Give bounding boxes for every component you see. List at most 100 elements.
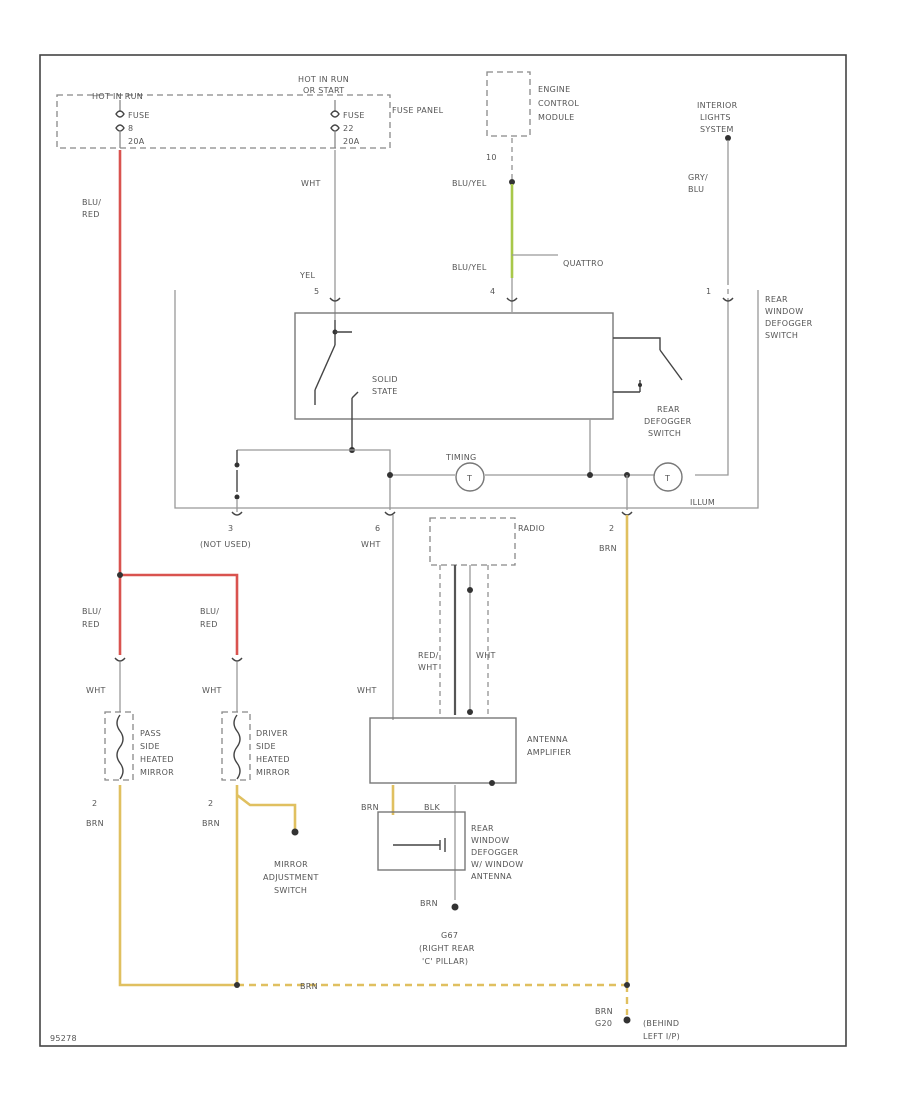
wire-blu-red-branch	[120, 573, 239, 655]
label-mas-3: SWITCH	[274, 886, 307, 895]
label-rwa-5: ANTENNA	[471, 872, 512, 881]
label-red-wht-2: WHT	[418, 663, 438, 672]
label-g2-code: G20	[595, 1019, 612, 1028]
label-rwa-2: WINDOW	[471, 836, 509, 845]
label-fuse-1-amp: 20A	[128, 137, 145, 146]
ecm-connector	[509, 179, 515, 185]
label-mas-2: ADJUSTMENT	[263, 873, 319, 882]
label-pass-4: MIRROR	[140, 768, 174, 777]
illum-lamp	[653, 462, 683, 492]
solid-state-switch	[314, 320, 359, 453]
label-rwa-3: DEFOGGER	[471, 848, 519, 857]
bus-splice-1	[387, 472, 393, 478]
label-blu-red-r-1: BLU/	[200, 607, 219, 616]
label-mas-1: MIRROR	[274, 860, 308, 869]
label-yel: YEL	[299, 271, 316, 280]
label-ils-3: SYSTEM	[700, 125, 734, 134]
label-brn-l: BRN	[86, 819, 104, 828]
label-rwds-1: REAR	[765, 295, 788, 304]
label-hot-in-run-1: HOT IN RUN	[92, 92, 143, 101]
antenna-amplifier-terminal	[489, 780, 495, 786]
label-fuse-1-num: 8	[128, 124, 133, 133]
label-rds-2: DEFOGGER	[644, 417, 692, 426]
label-ils-1: INTERIOR	[697, 101, 738, 110]
label-wht-mr: WHT	[202, 686, 222, 695]
internal-bus-sd	[589, 419, 655, 476]
label-wht-mid: WHT	[361, 540, 381, 549]
label-or-start: OR START	[303, 86, 344, 95]
label-timing: TIMING	[445, 453, 477, 462]
wire-brn-mirror-switch	[236, 793, 297, 830]
ils-connector	[725, 135, 731, 141]
label-drv-1: DRIVER	[256, 729, 288, 738]
g67-ground	[451, 903, 459, 911]
label-drv-3: HEATED	[256, 755, 290, 764]
label-ecm-1: ENGINE	[538, 85, 570, 94]
wire-brn-pass	[118, 785, 237, 987]
label-hot-in-run-2: HOT IN RUN	[298, 75, 349, 84]
not-used-switch	[234, 450, 240, 512]
antenna-plug-top	[467, 587, 473, 593]
splice-bottom-left	[234, 982, 240, 988]
bus-splice-2	[587, 472, 593, 478]
ecm-box	[486, 71, 531, 137]
label-rwds-4: SWITCH	[765, 331, 798, 340]
label-pin2-r: 2	[208, 799, 213, 808]
label-solid-1: SOLID	[372, 375, 398, 384]
label-pin5: 5	[314, 287, 319, 296]
label-fuse-panel: FUSE PANEL	[392, 106, 444, 115]
label-wht-ant: WHT	[476, 651, 496, 660]
radio-box	[429, 517, 516, 566]
label-blu-yel-2: BLU/YEL	[452, 263, 487, 272]
diagram-frame	[39, 54, 847, 1047]
label-fuse-2: FUSE	[343, 111, 365, 120]
label-pass-2: SIDE	[140, 742, 160, 751]
label-quattro: QUATTRO	[563, 259, 604, 268]
label-solid-2: STATE	[372, 387, 398, 396]
mirror-connectors-top	[114, 657, 243, 712]
timing-lamp	[455, 462, 485, 492]
mirror-switch-connector	[291, 828, 299, 836]
defogger-antenna-box	[377, 811, 466, 871]
label-g2-1: (BEHIND	[643, 1019, 679, 1028]
label-wht-amp: WHT	[357, 686, 377, 695]
label-illum: ILLUM	[690, 498, 715, 507]
label-rwds-3: DEFOGGER	[765, 319, 813, 328]
label-pin3: 3	[228, 524, 233, 533]
label-g2-2: LEFT I/P)	[643, 1032, 680, 1041]
antenna-plug-bottom	[467, 709, 473, 715]
label-fuse-2-num: 22	[343, 124, 354, 133]
label-rwa-1: REAR	[471, 824, 494, 833]
label-rwds-2: WINDOW	[765, 307, 803, 316]
label-blk-amp: BLK	[424, 803, 441, 812]
label-drv-4: MIRROR	[256, 768, 290, 777]
label-not-used: (NOT USED)	[200, 540, 251, 549]
label-pin6: 6	[375, 524, 380, 533]
splice-bottom-right	[624, 982, 630, 988]
label-rwa-4: W/ WINDOW	[471, 860, 523, 869]
label-ecm-pin: 10	[486, 153, 497, 162]
label-wht-top: WHT	[301, 179, 321, 188]
label-blu-red-top-2: RED	[82, 210, 100, 219]
label-blu-red-top-1: BLU/	[82, 198, 101, 207]
label-wht-ml: WHT	[86, 686, 106, 695]
label-g-3: 'C' PILLAR)	[422, 957, 468, 966]
label-aa-1: ANTENNA	[527, 735, 568, 744]
label-blu-red-l-2: RED	[82, 620, 100, 629]
label-t2: T	[664, 474, 670, 483]
driver-heated-mirror-symbol	[221, 711, 251, 781]
label-blu-red-r-2: RED	[200, 620, 218, 629]
label-blu-red-l-1: BLU/	[82, 607, 101, 616]
label-t1: T	[466, 474, 472, 483]
fuse-8-symbol	[115, 100, 125, 148]
label-fuse-2-amp: 20A	[343, 137, 360, 146]
internal-bus-left	[237, 449, 391, 510]
rear-defogger-switch-symbol	[613, 337, 683, 393]
label-pin1: 1	[706, 287, 711, 296]
label-rds-1: REAR	[657, 405, 680, 414]
label-aa-2: AMPLIFIER	[527, 748, 571, 757]
label-red-wht-1: RED/	[418, 651, 439, 660]
label-brn-mid: BRN	[599, 544, 617, 553]
defogger-element	[393, 838, 446, 852]
